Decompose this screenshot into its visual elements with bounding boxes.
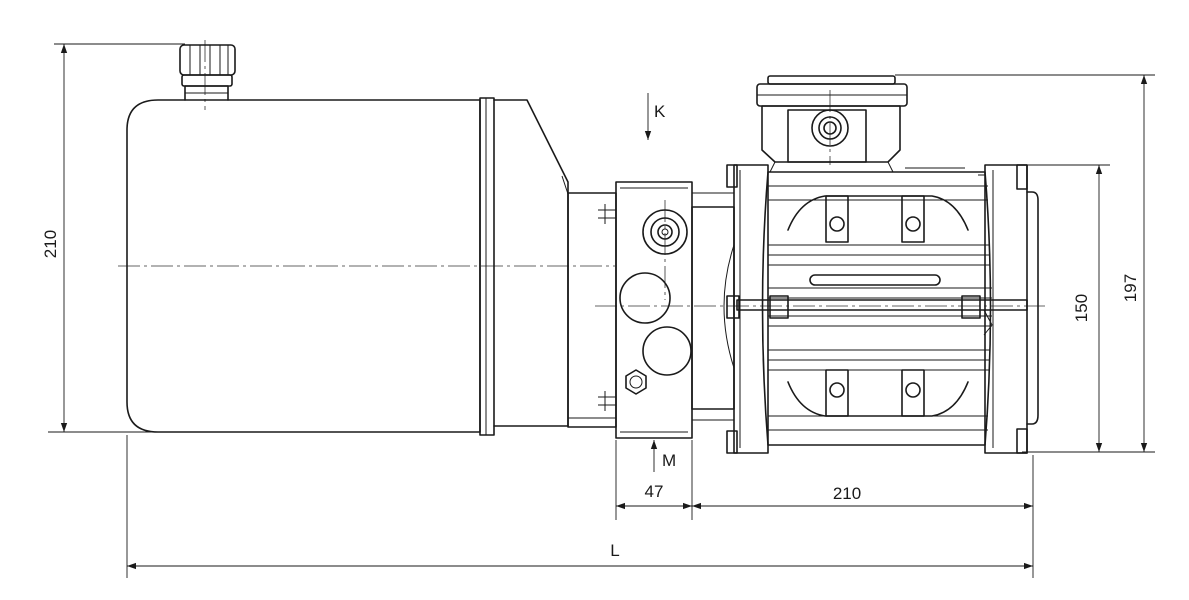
dim-motor-total-height: 197 (895, 74, 1155, 453)
manifold-bolt-bottom (598, 391, 616, 411)
dim-flange-width: 47 (616, 482, 692, 510)
dim-tank-height: 210 (41, 43, 185, 433)
horizontal-extension-lines (126, 435, 1034, 578)
manifold-block (598, 181, 693, 439)
dim-motor-total-height-label: 197 (1121, 274, 1140, 302)
centerlines (118, 40, 1045, 307)
dim-motor-length-label: 210 (833, 484, 861, 503)
motor-front-flange (726, 164, 769, 454)
dim-motor-length: 210 (692, 484, 1033, 510)
motor-body (736, 171, 1028, 446)
motor-end-cap (978, 164, 1039, 454)
dim-overall-length-label: L (610, 541, 619, 560)
terminal-box (756, 75, 965, 173)
dim-motor-body-height: 150 (992, 164, 1110, 453)
manifold-bolt-top (598, 204, 616, 224)
tank-adapter (567, 192, 617, 428)
motor-foot-bottom (787, 369, 969, 417)
motor-foot-top (787, 195, 969, 243)
view-arrow-k-label: K (654, 102, 666, 121)
view-arrow-m: M (650, 440, 676, 472)
dim-flange-width-label: 47 (645, 482, 664, 501)
dim-tank-height-label: 210 (41, 230, 60, 258)
filler-cap (179, 44, 236, 101)
dim-overall-length: L (127, 541, 1033, 570)
view-arrow-k: K (644, 93, 666, 140)
dim-motor-body-height-label: 150 (1072, 294, 1091, 322)
oil-tank (126, 97, 569, 436)
view-arrow-m-label: M (662, 451, 676, 470)
cooling-fins (768, 185, 992, 431)
